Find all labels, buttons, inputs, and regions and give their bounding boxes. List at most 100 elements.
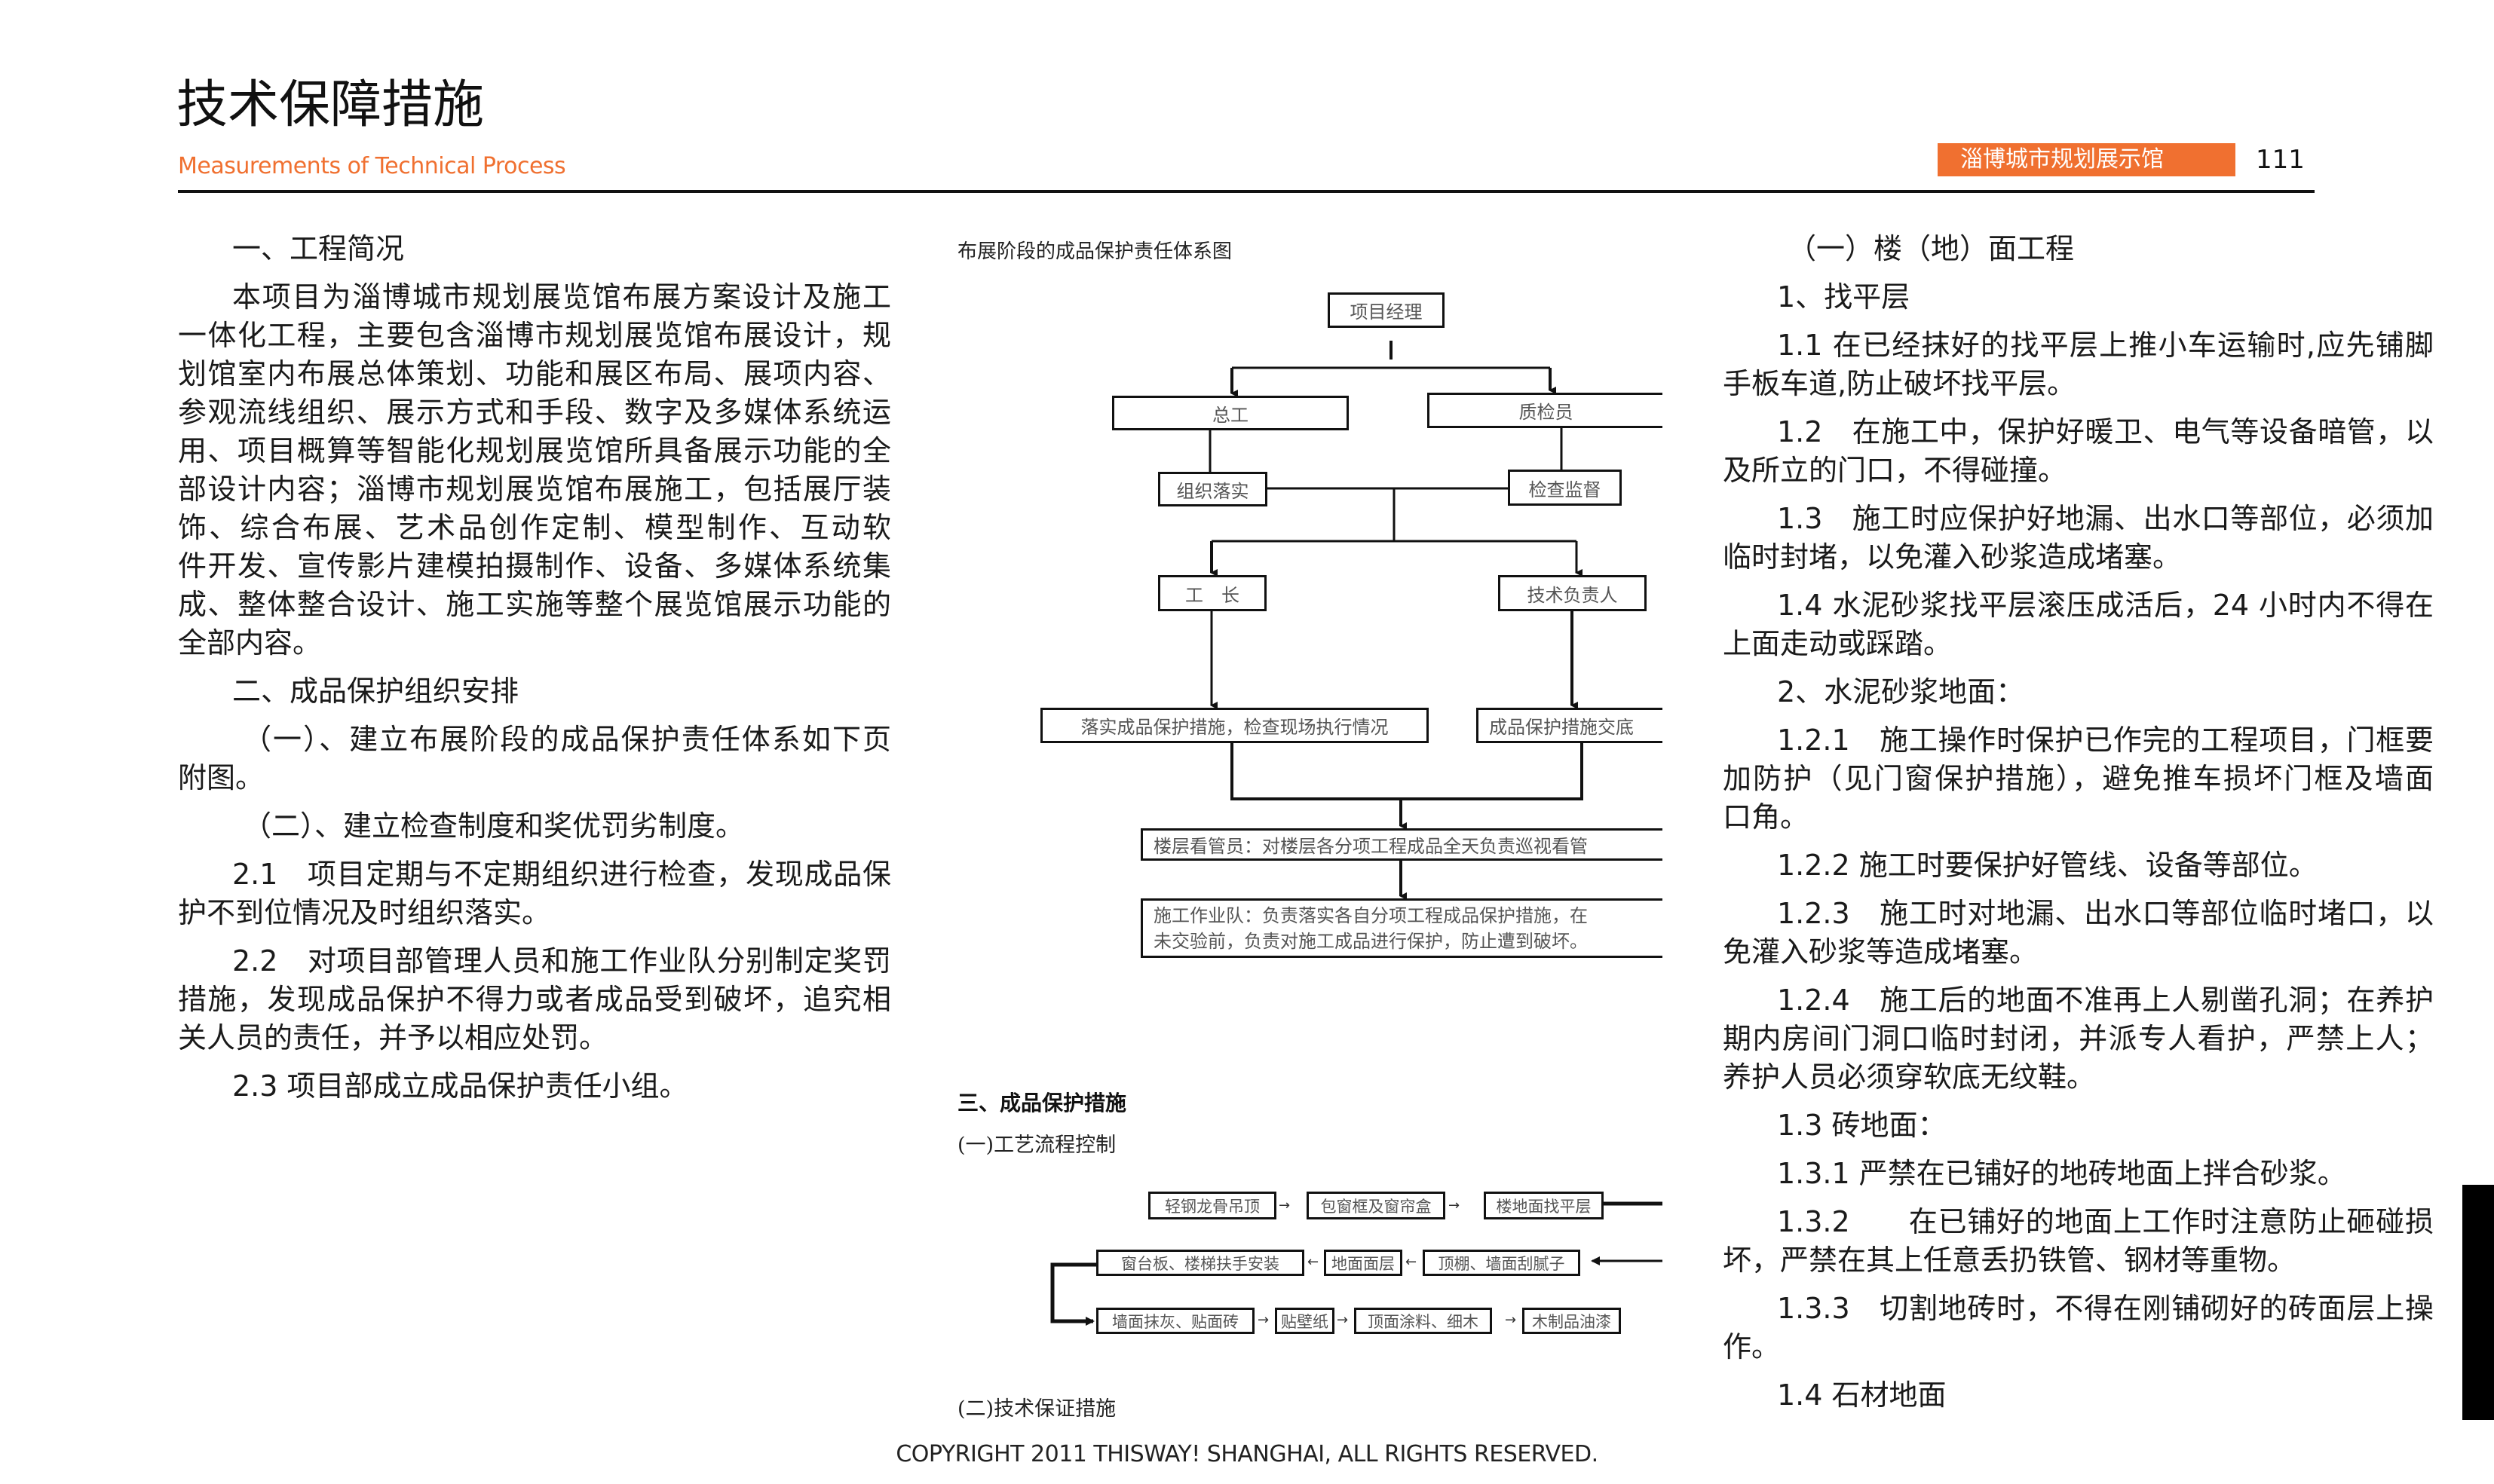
arrow-right-icon: → (1279, 1198, 1291, 1213)
paragraph: 1.4 水泥砂浆找平层滚压成活后，24 小时内不得在上面走动或踩踏。 (1723, 586, 2434, 663)
process-step: 顶棚、墙面刮腻子 (1423, 1250, 1580, 1276)
arrow-left-icon: ← (1405, 1254, 1417, 1270)
org-node-project-manager: 项目经理 (1328, 292, 1445, 328)
text-line: 1.2.1 施工操作时保护已作完的工程项目，门框要 (1777, 724, 2434, 757)
process-heading: (一)工艺流程控制 (957, 1134, 1117, 1157)
org-node-organize-implement: 组织落实 (1158, 472, 1267, 506)
text-line: 上面走动或踩踏。 (1723, 627, 1953, 660)
paragraph: 2.3 项目部成立成品保护责任小组。 (178, 1067, 891, 1106)
text-line: 1.2.2 施工时要保护好管线、设备等部位。 (1777, 849, 2318, 882)
page-number: 111 (2256, 145, 2305, 175)
text-line: 1.2.4 施工后的地面不准再上人剔凿孔洞；在养护 (1777, 984, 2434, 1017)
text-line: 一体化工程，主要包含淄博市规划展览馆布展设计，规 (178, 319, 891, 352)
text-line: 1.1 在已经抹好的找平层上推小车运输时,应先铺脚 (1777, 329, 2434, 362)
text-line: 期内房间门洞口临时封闭，并派专人看护，严禁上人； (1723, 1022, 2434, 1055)
text-line: 口角。 (1723, 800, 1809, 834)
connector-line (1230, 743, 1583, 800)
text-line: 1.3 施工时应保护好地漏、出水口等部位，必须加 (1777, 502, 2434, 535)
tech-heading: (二)技术保证措施 (957, 1397, 1117, 1421)
paragraph: 1.3.1 严禁在已铺好的地砖地面上拌合砂浆。 (1723, 1155, 2434, 1193)
text-line: 二、成品保护组织安排 (232, 675, 519, 708)
text-line: 1.3.1 严禁在已铺好的地砖地面上拌合砂浆。 (1777, 1157, 2346, 1190)
paragraph: 1.4 石材地面 (1723, 1376, 2434, 1415)
text-line: 及所立的门口，不得碰撞。 (1723, 454, 2067, 487)
work-team-line: 施工作业队：负责落实各自分项工程成品保护措施，在 (1154, 904, 1588, 926)
process-step: 轻钢龙骨吊顶 (1148, 1192, 1276, 1219)
org-node-technical-lead: 技术负责人 (1498, 575, 1647, 611)
text-line: 2.2 对项目部管理人员和施工作业队分别制定奖罚 (232, 944, 891, 978)
paragraph: （一）、建立布展阶段的成品保护责任体系如下页附图。 (178, 721, 891, 797)
arrow-right-icon: → (1505, 1312, 1517, 1328)
text-line: 本项目为淄博城市规划展览馆布展方案设计及施工 (232, 280, 891, 314)
paragraph: 1.3 砖地面： (1723, 1106, 2434, 1145)
page-subtitle: Measurements of Technical Process (178, 153, 566, 179)
process-step: 墙面抹灰、贴面砖 (1096, 1308, 1255, 1334)
text-line: 措施，发现成品保护不得力或者成品受到破坏，追究相 (178, 983, 891, 1016)
text-line: 1.2 在施工中，保护好暖卫、电气等设备暗管，以 (1777, 415, 2434, 448)
page-edge-tab (2462, 1185, 2494, 1420)
section-heading: 三、成品保护措施 (957, 1091, 1127, 1115)
paragraph: 一、工程简况 (178, 230, 891, 268)
paragraph: 二、成品保护组织安排 (178, 672, 891, 711)
text-line: 临时封堵，以免灌入砂浆造成堵塞。 (1723, 540, 2182, 574)
text-line: 免灌入砂浆等造成堵塞。 (1723, 935, 2039, 968)
paragraph: （一）楼（地）面工程 (1723, 230, 2434, 268)
text-line: 1.3 砖地面： (1777, 1109, 1947, 1142)
process-step: 楼地面找平层 (1484, 1192, 1604, 1219)
org-node-work-team: 施工作业队：负责落实各自分项工程成品保护措施，在 未交验前，负责对施工成品进行保… (1141, 898, 1662, 958)
text-line: 2.1 项目定期与不定期组织进行检查，发现成品保 (232, 858, 891, 891)
org-node-foreman: 工 长 (1158, 575, 1267, 611)
org-node-floor-keeper: 楼层看管员：对楼层各分项工程成品全天负责巡视看管 (1141, 828, 1662, 861)
text-line: 加防护（见门窗保护措施），避免推车损坏门框及墙面 (1723, 762, 2434, 795)
venue-badge: 淄博城市规划展示馆 (1938, 143, 2235, 176)
work-team-line: 未交验前，负责对施工成品进行保护，防止遭到破坏。 (1154, 930, 1588, 952)
text-line: 手板车道,防止破坏找平层。 (1723, 367, 2076, 400)
paragraph: 1.2 在施工中，保护好暖卫、电气等设备暗管，以及所立的门口，不得碰撞。 (1723, 413, 2434, 490)
text-line: 坏，严禁在其上任意丢扔铁管、钢材等重物。 (1723, 1244, 2296, 1277)
text-line: （一）、建立布展阶段的成品保护责任体系如下页 (243, 723, 891, 756)
text-line: 件开发、宣传影片建模拍摄制作、设备、多媒体系统集 (178, 549, 891, 583)
text-line: 成、整体整合设计、施工实施等整个展览馆展示功能的 (178, 588, 891, 621)
paragraph: 1.2.3 施工时对地漏、出水口等部位临时堵口，以免灌入砂浆等造成堵塞。 (1723, 895, 2434, 971)
org-node-chief-engineer: 总工 (1112, 396, 1349, 430)
paragraph: 2.2 对项目部管理人员和施工作业队分别制定奖罚措施，发现成品保护不得力或者成品… (178, 942, 891, 1057)
text-line: 2、水泥砂浆地面： (1777, 675, 2025, 708)
text-line: 2.3 项目部成立成品保护责任小组。 (232, 1069, 688, 1103)
org-node-implement-check: 落实成品保护措施，检查现场执行情况 (1040, 708, 1429, 743)
paragraph: 1.3 施工时应保护好地漏、出水口等部位，必须加临时封堵，以免灌入砂浆造成堵塞。 (1723, 500, 2434, 577)
paragraph: 1、找平层 (1723, 278, 2434, 317)
connector-arrow (1050, 1262, 1096, 1326)
page-title: 技术保障措施 (176, 75, 485, 135)
text-line: 部设计内容；淄博市规划展览馆布展施工，包括展厅装 (178, 473, 891, 506)
org-node-measures-briefing: 成品保护措施交底 (1476, 708, 1662, 743)
arrow-right-icon: → (1448, 1198, 1460, 1213)
process-step: 贴壁纸 (1275, 1308, 1334, 1334)
paragraph: 1.2.1 施工操作时保护已作完的工程项目，门框要加防护（见门窗保护措施），避免… (1723, 721, 2434, 837)
diagram-title: 布展阶段的成品保护责任体系图 (957, 240, 1233, 263)
text-line: 1、找平层 (1777, 280, 1910, 314)
arrow-right-icon: → (1337, 1312, 1349, 1328)
text-line: 一、工程简况 (232, 232, 405, 265)
org-node-inspect-supervise: 检查监督 (1508, 470, 1622, 506)
text-line: 饰、综合布展、艺术品创作定制、模型制作、互动软 (178, 511, 891, 544)
process-step: 窗台板、楼梯扶手安装 (1096, 1250, 1304, 1276)
org-node-quality-inspector: 质检员 (1427, 393, 1662, 428)
paragraph: 2.1 项目定期与不定期组织进行检查，发现成品保护不到位情况及时组织落实。 (178, 855, 891, 932)
text-line: 全部内容。 (178, 626, 322, 659)
arrow-left-icon: ← (1307, 1254, 1319, 1270)
header-divider (178, 190, 2315, 193)
text-line: 1.2.3 施工时对地漏、出水口等部位临时堵口，以 (1777, 897, 2434, 930)
text-line: 1.3.3 切割地砖时，不得在刚铺砌好的砖面层上操 (1777, 1292, 2434, 1325)
arrow-right-icon: → (1258, 1312, 1270, 1328)
paragraph: 本项目为淄博城市规划展览馆布展方案设计及施工一体化工程，主要包含淄博市规划展览馆… (178, 278, 891, 662)
left-column: 一、工程简况本项目为淄博城市规划展览馆布展方案设计及施工一体化工程，主要包含淄博… (178, 230, 891, 1115)
paragraph: （二）、建立检查制度和奖优罚劣制度。 (178, 807, 891, 846)
text-line: 养护人员必须穿软底无纹鞋。 (1723, 1060, 2096, 1094)
process-step: 包窗框及窗帘盒 (1307, 1192, 1445, 1219)
text-line: 1.4 水泥砂浆找平层滚压成活后，24 小时内不得在 (1777, 589, 2434, 622)
text-line: 1.3.2 在已铺好的地面上工作时注意防止砸碰损 (1777, 1205, 2434, 1238)
process-step: 地面面层 (1324, 1250, 1402, 1276)
paragraph: 1.2.2 施工时要保护好管线、设备等部位。 (1723, 846, 2434, 885)
text-line: 用、项目概算等智能化规划展览馆所具备展示功能的全 (178, 434, 891, 467)
